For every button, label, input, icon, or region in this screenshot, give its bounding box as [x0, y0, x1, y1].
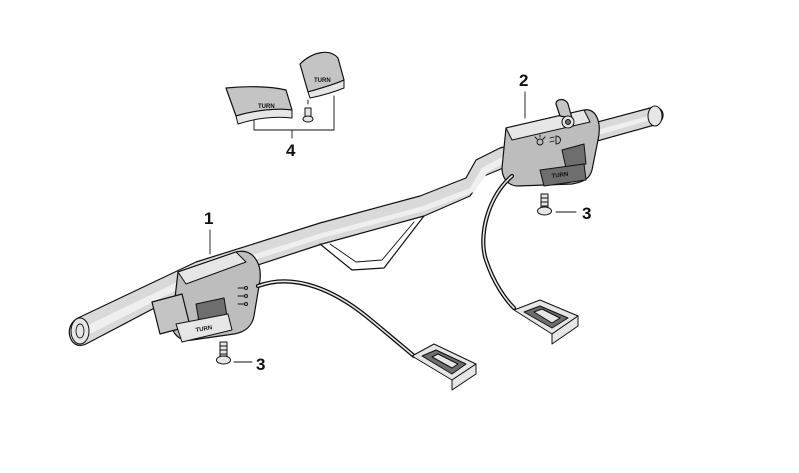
callout-4: 4 — [286, 141, 296, 160]
cap-right-label: TURN — [314, 78, 331, 84]
cap-screw — [302, 99, 314, 123]
right-switch-lever — [555, 98, 573, 119]
handlebar — [68, 105, 664, 347]
left-connector — [411, 343, 477, 391]
callout-3-left: 3 — [256, 355, 265, 374]
screw-right — [537, 193, 552, 216]
left-switch-label: TURN — [195, 325, 212, 334]
screw-left — [216, 341, 231, 365]
right-switch-assembly: TURN — [481, 98, 600, 345]
right-bar-end — [647, 105, 663, 127]
callout-1: 1 — [204, 209, 213, 228]
cap-left-label: TURN — [258, 104, 275, 110]
callout-3-right: 3 — [582, 204, 591, 223]
right-connector — [513, 299, 579, 345]
light-symbol-icon — [534, 134, 561, 146]
right-switch-label: TURN — [551, 172, 568, 180]
left-bar-end — [70, 317, 90, 345]
switch-cap-left: TURN — [225, 86, 293, 125]
left-switch-assembly: TURN — [151, 250, 477, 391]
right-switch-rocker — [561, 143, 587, 169]
callout-2: 2 — [519, 71, 528, 90]
switch-cap-right: TURN — [299, 51, 345, 99]
